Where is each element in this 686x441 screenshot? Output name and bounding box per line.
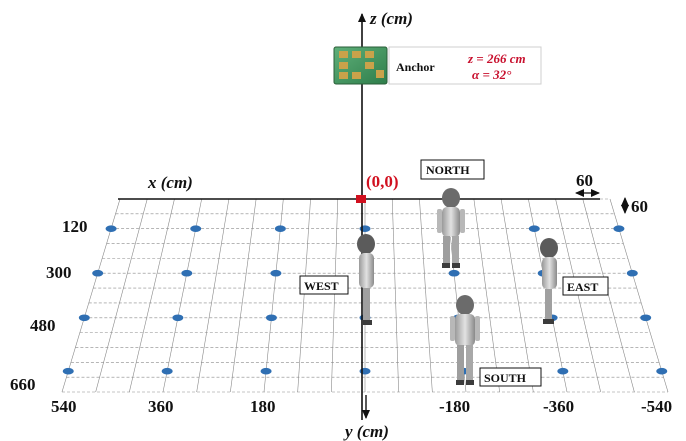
west-label-box: WEST: [299, 275, 349, 295]
anchor-node: [359, 367, 371, 375]
anchor-board-icon: [333, 46, 388, 85]
anchor-node: [92, 269, 104, 277]
col-label-neg360: -360: [543, 397, 574, 416]
grid-line: [500, 198, 534, 393]
person-figure-icon: [540, 238, 558, 324]
col-label-180: 180: [250, 397, 276, 416]
grid-line: [419, 198, 433, 393]
x-spacing-label: 60: [576, 171, 593, 190]
row-label-120: 120: [62, 217, 88, 236]
south-label-box: SOUTH: [479, 367, 542, 387]
grid-line: [230, 198, 257, 393]
anchor-info-box: [388, 46, 542, 85]
east-label: EAST: [567, 280, 598, 294]
anchor-node: [270, 269, 282, 277]
grid-line: [129, 198, 175, 393]
row-label-300: 300: [46, 263, 72, 282]
anchor-node: [78, 314, 90, 322]
anchor-node: [448, 269, 460, 277]
south-label: SOUTH: [484, 371, 527, 385]
col-label-neg540: -540: [641, 397, 672, 416]
y-spacing-label: 60: [631, 197, 648, 216]
anchor-node: [260, 367, 272, 375]
anchor-node: [62, 367, 74, 375]
anchor-angle: α = 32°: [472, 67, 512, 82]
anchor-node: [626, 269, 638, 277]
anchor-node: [528, 225, 540, 232]
anchor-node: [265, 314, 277, 322]
north-label-box: NORTH: [420, 159, 485, 180]
row-label-660: 660: [10, 375, 36, 394]
grid-line: [297, 198, 311, 393]
grid-line: [473, 198, 500, 393]
grid-line: [582, 198, 635, 393]
col-label-540: 540: [51, 397, 77, 416]
z-axis-label: z (cm): [369, 9, 413, 28]
x-axis-label: x (cm): [147, 173, 193, 192]
anchor-node: [161, 367, 173, 375]
anchor-node: [557, 367, 569, 375]
anchor-node: [172, 314, 184, 322]
row-label-480: 480: [30, 316, 56, 335]
north-label: NORTH: [426, 163, 470, 177]
y-axis-label: y (cm): [343, 422, 389, 441]
east-label-box: EAST: [562, 276, 609, 296]
origin-label: (0,0): [366, 172, 399, 191]
col-label-neg180: -180: [439, 397, 470, 416]
grid-line: [95, 198, 148, 393]
anchor-node: [359, 225, 371, 232]
grid-line: [391, 198, 399, 393]
grid-line: [196, 198, 230, 393]
anchor-node: [190, 225, 202, 232]
origin-marker: [356, 195, 366, 203]
person-figure-icon: [357, 234, 375, 325]
anchor-node: [105, 225, 117, 232]
anchor-node: [656, 367, 668, 375]
anchor-label: Anchor: [396, 60, 435, 74]
anchor-node: [181, 269, 193, 277]
anchor-node: [274, 225, 286, 232]
anchor-node: [613, 225, 625, 232]
col-label-360: 360: [148, 397, 174, 416]
anchor-node: [640, 314, 652, 322]
grid-line: [331, 198, 339, 393]
anchor-height: z = 266 cm: [467, 51, 526, 66]
person-figure-icon: [450, 295, 480, 385]
west-label: WEST: [304, 279, 339, 293]
person-figure-icon: [437, 188, 465, 268]
